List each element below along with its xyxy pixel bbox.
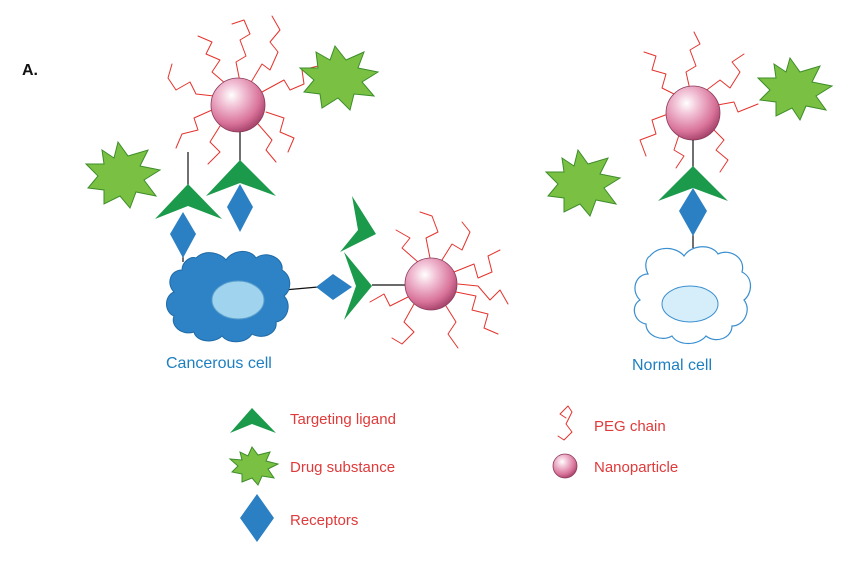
nanoparticle: [210, 77, 266, 133]
legend-targeting-ligand-label: Targeting ligand: [290, 411, 396, 428]
targeting-ligand: [658, 166, 728, 201]
legend-drug-substance-icon: [228, 446, 280, 486]
drug-substance: [544, 148, 622, 217]
cancerous-cell-label: Cancerous cell: [166, 355, 272, 372]
legend: Targeting ligand Drug substance Receptor…: [228, 405, 678, 542]
drug-substance: [756, 56, 834, 122]
targeting-ligand: [155, 184, 222, 219]
drug-substance: [84, 140, 162, 209]
linker: [283, 286, 319, 291]
cancerous-cell-assembly: Cancerous cell: [84, 15, 509, 372]
nanoparticle: [665, 85, 721, 141]
legend-drug-substance-label: Drug substance: [290, 459, 395, 476]
drug-substance: [298, 44, 380, 111]
legend-targeting-ligand-icon: [230, 408, 276, 433]
panel-label: A.: [22, 62, 38, 79]
legend-receptors-label: Receptors: [290, 512, 358, 529]
peg-chains: [639, 31, 759, 173]
legend-nanoparticle-label: Nanoparticle: [594, 459, 678, 476]
receptor: [316, 274, 352, 300]
targeting-ligand: [340, 196, 376, 252]
peg-chains: [167, 15, 319, 165]
legend-nanoparticle-icon: [552, 453, 578, 479]
normal-cell-assembly: Normal cell: [544, 31, 834, 374]
targeting-ligand: [206, 160, 276, 196]
cancerous-cell-nucleus: [211, 280, 265, 320]
receptor: [170, 212, 196, 258]
receptor: [227, 184, 253, 232]
normal-cell-label: Normal cell: [632, 357, 712, 374]
receptor: [679, 188, 707, 236]
nanoparticle: [404, 257, 458, 311]
legend-receptor-icon: [240, 494, 274, 542]
legend-peg-chain-label: PEG chain: [594, 418, 666, 435]
normal-cell-nucleus: [661, 285, 719, 323]
targeting-ligand: [344, 252, 372, 320]
peg-chains: [369, 211, 509, 349]
legend-peg-chain-icon: [557, 405, 573, 441]
